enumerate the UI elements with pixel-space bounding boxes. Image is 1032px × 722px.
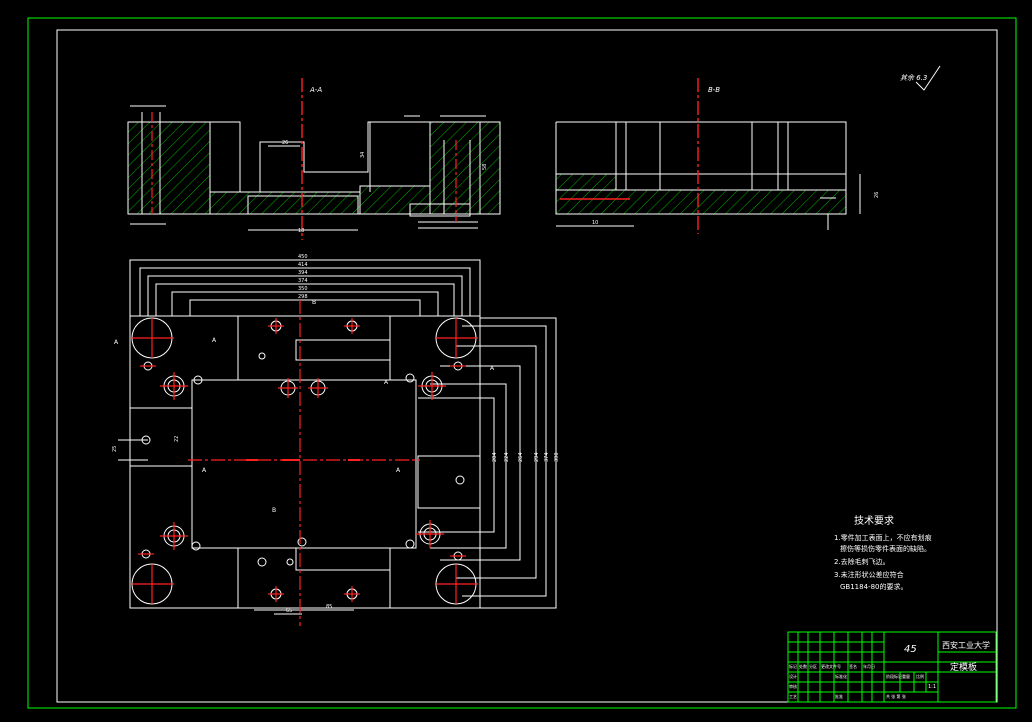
roughness-note: 其余 6.3 (900, 74, 927, 82)
section-aa-hatch-bottom (209, 191, 361, 215)
tech-requirements-line: 擦伤等损伤零件表面的缺陷。 (840, 544, 931, 553)
plan-centerlines (132, 300, 478, 626)
tb-label: 签名 (849, 663, 857, 669)
plan-cavity (191, 379, 417, 549)
title-block (787, 631, 997, 703)
tb-label: 处数 (799, 663, 807, 669)
dim-text: 390 (554, 452, 560, 462)
tech-requirements-title: 技术要求 (854, 514, 894, 527)
tech-requirements-line: 1.零件加工表面上，不应有划痕 (834, 533, 932, 542)
title-block-text: 45 西安工业大学 定模板 1:1 标记 处数 分区 更改文件号 签名 年月日 … (789, 640, 990, 699)
tech-requirements-line: 2.去除毛刺飞边。 (834, 557, 890, 566)
inner-frame (56, 29, 998, 703)
view-marker: A (384, 379, 389, 386)
tb-label: 共 张 第 张 (886, 693, 906, 699)
dim-text: 22 (174, 436, 180, 442)
view-markers: A A A A A A B B (114, 299, 495, 514)
view-marker: A (490, 365, 495, 372)
section-bb-view (555, 121, 861, 230)
tb-label: 比例 (916, 673, 924, 679)
dim-text: 224 (504, 452, 510, 462)
company-text: 西安工业大学 (942, 640, 990, 650)
tech-requirements-line: GB1184-80的要求。 (840, 582, 907, 591)
view-marker: A (396, 467, 401, 474)
dim-text: 298 (298, 294, 308, 300)
dim-text: 294 (534, 452, 540, 462)
tb-label: 标记 (789, 663, 797, 669)
dim-text: 350 (298, 286, 308, 292)
dim-text: 26 (874, 192, 880, 198)
dim-text: 394 (298, 270, 308, 276)
tb-label: 工艺 (789, 694, 797, 699)
dim-text: 85 (326, 604, 332, 610)
part-name-text: 定模板 (950, 661, 977, 673)
tb-label: 批准 (835, 693, 843, 699)
dim-text: 26 (282, 140, 288, 146)
view-marker: A (212, 337, 217, 344)
dim-text: 25 (112, 446, 118, 452)
tech-requirements: 技术要求 1.零件加工表面上，不应有划痕 擦伤等损伤零件表面的缺陷。 2.去除毛… (834, 514, 932, 591)
section-aa-hatch-right (429, 121, 501, 215)
dim-text: 18 (298, 228, 304, 234)
section-aa-hatch-left (127, 121, 211, 215)
dim-text: 58 (482, 164, 488, 170)
tb-label: 年月日 (863, 663, 875, 669)
view-marker: B (272, 507, 276, 514)
dim-text: 204 (492, 452, 498, 462)
tb-label: 重量 (902, 673, 910, 679)
scale-text: 1:1 (928, 684, 936, 690)
dim-text: 34 (360, 152, 366, 158)
plan-holes (131, 317, 477, 605)
dim-text: 374 (544, 452, 550, 462)
roughness-symbol: 其余 6.3 (900, 65, 941, 91)
dim-text: 374 (298, 278, 308, 284)
section-aa-view (127, 105, 501, 231)
tb-label: 分区 (809, 663, 817, 669)
dim-text: 264 (518, 452, 524, 462)
outer-frame (27, 17, 1017, 709)
plan-dimension-text: 450 414 394 374 350 298 204 224 264 294 … (112, 140, 880, 614)
tb-label: 审核 (789, 683, 797, 689)
section-aa-label: A-A (309, 86, 322, 94)
view-marker: A (114, 339, 119, 346)
dim-text: 450 (298, 254, 308, 260)
material-text: 45 (904, 644, 917, 655)
tb-label: 标准化 (835, 673, 847, 679)
tech-requirements-line: 3.未注形状公差应符合 (834, 570, 904, 579)
tb-label: 更改文件号 (821, 663, 841, 669)
tb-label: 设计 (789, 673, 797, 679)
dim-text: 414 (298, 262, 308, 268)
tb-label: 阶段标记 (886, 673, 902, 679)
section-bb-label: B-B (708, 86, 720, 94)
view-marker: B (312, 299, 316, 306)
dim-text: 10 (592, 220, 598, 226)
plan-view (118, 259, 557, 615)
dim-text: 65 (286, 608, 292, 614)
view-marker: A (202, 467, 207, 474)
